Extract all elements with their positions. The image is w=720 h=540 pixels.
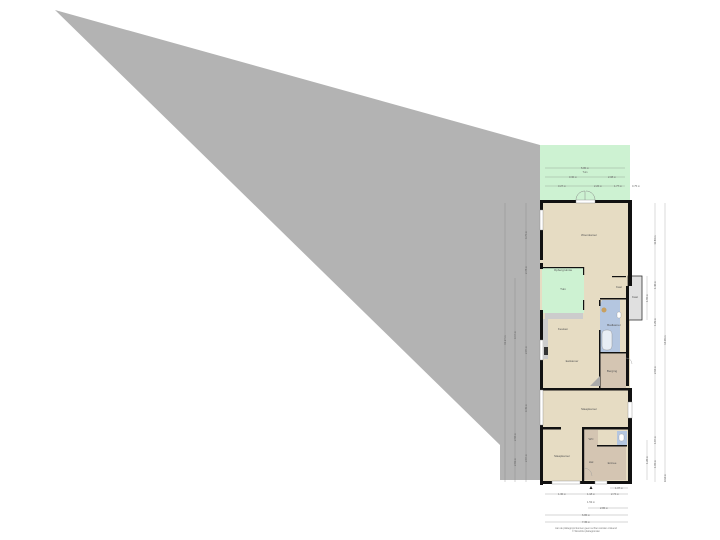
left-dim-6: 2.56 m bbox=[513, 433, 517, 441]
left-dim-4: 2.87 m bbox=[524, 346, 528, 354]
room-label-badkamer: Badkamer bbox=[607, 323, 621, 327]
room-label-keuken: Keuken bbox=[558, 327, 569, 331]
windows bbox=[539, 199, 633, 485]
left-dim-3: 3.17 m bbox=[513, 331, 517, 339]
stair-icon bbox=[590, 376, 600, 386]
room-tuin-serre-fill bbox=[542, 267, 584, 313]
bottom-dim-5: 2.86 m bbox=[600, 506, 608, 510]
room-label-opbergruimte: Opbergruimte bbox=[554, 268, 573, 272]
garden-dim-total: 5.80 m bbox=[581, 166, 589, 170]
room-label-hal: Hal bbox=[589, 460, 594, 464]
left-dimensions bbox=[504, 203, 527, 482]
kitchen-counter-side bbox=[543, 319, 548, 359]
room-label-wc: WC bbox=[589, 437, 595, 441]
garden-dim-a: 3.30 m bbox=[569, 175, 577, 179]
right-dim-7: 1.26 m bbox=[645, 456, 649, 464]
bathtub-icon bbox=[601, 329, 613, 351]
bottom-dim-4: 1.53 m bbox=[587, 500, 595, 504]
toilet-icon bbox=[616, 311, 622, 319]
room-label-kast1: Kast bbox=[616, 285, 622, 289]
room-label-woonkamer: Woonkamer bbox=[581, 233, 597, 237]
north-arrow-icon bbox=[589, 486, 593, 489]
left-dim-7: 2.63 m bbox=[513, 458, 517, 466]
sink-icon bbox=[601, 307, 607, 313]
left-dim-0: 31.27 m bbox=[503, 335, 507, 344]
room-label-berging: Berging bbox=[607, 369, 618, 373]
left-dimension-labels: 31.27 m 4.75 m 2.78 m 3.17 m 2.87 m 3.49… bbox=[503, 231, 528, 466]
right-dim-4: 1.29 m bbox=[653, 318, 657, 326]
right-dim-2: 1.46 m bbox=[653, 281, 657, 289]
footnote-disclaimer: Aan de plattegrond kunnen geen rechten w… bbox=[555, 527, 617, 530]
right-dim-9: 3.12 m bbox=[663, 474, 667, 482]
right-dim-1: 14.09 m bbox=[663, 335, 667, 344]
room-label-eetkamer: Eetkamer bbox=[566, 359, 579, 363]
room-label-tuin: Tuin bbox=[560, 287, 566, 291]
left-dim-8: 2.67 m bbox=[524, 454, 528, 462]
bottom-dimensions bbox=[545, 487, 628, 523]
garden-dim-b: 2.08 m bbox=[608, 175, 616, 179]
room-slaapkamer-2-fill bbox=[598, 446, 626, 480]
room-kast1-fill bbox=[612, 276, 626, 300]
footnote-credit: © Woonfoto plattegronden bbox=[572, 530, 601, 533]
bottom-dim-7: 7.35 m bbox=[582, 520, 590, 524]
stove-icon bbox=[544, 347, 548, 355]
garden-dimensions bbox=[545, 167, 625, 187]
right-dim-6: 1.67 m bbox=[653, 436, 657, 444]
room-label-entree: Entree bbox=[608, 461, 617, 465]
bottom-dim-0: 1.07 m bbox=[615, 486, 623, 490]
room-hal-fill bbox=[584, 430, 598, 480]
garden-dim-e: 1.77 m bbox=[614, 184, 622, 188]
room-berging-fill bbox=[600, 354, 626, 388]
right-dimensions bbox=[646, 203, 666, 482]
room-label-slaapkamer-2: Slaapkamer bbox=[554, 454, 570, 458]
toilet-icon-2 bbox=[618, 433, 625, 442]
left-dim-2: 2.78 m bbox=[524, 266, 528, 274]
lot-area bbox=[55, 10, 540, 480]
garden-label: Tuin bbox=[583, 170, 589, 174]
bottom-dim-3: 2.74 m bbox=[611, 492, 619, 496]
garden-dim-f: 0.75 m bbox=[632, 184, 640, 188]
right-dim-8: 1.05 m bbox=[653, 460, 657, 468]
garden-dim-d: 2.26 m bbox=[594, 184, 602, 188]
right-dim-5: 2.94 m bbox=[653, 366, 657, 374]
kitchen-counter bbox=[545, 313, 583, 319]
bottom-dim-2: 1.18 m bbox=[587, 492, 595, 496]
right-dim-0: 11.84 m bbox=[653, 235, 657, 244]
left-dim-5: 3.49 m bbox=[524, 404, 528, 412]
garden-door-icon bbox=[575, 190, 596, 201]
room-label-kast2: Kast bbox=[632, 295, 638, 299]
room-labels: Woonkamer Opbergruimte Tuin Keuken Eetka… bbox=[554, 233, 638, 465]
right-dim-3: 1.55 m bbox=[645, 294, 649, 302]
bottom-dim-6: 6.86 m bbox=[582, 513, 590, 517]
walls bbox=[540, 200, 632, 485]
bottom-dim-1: 1.30 m bbox=[558, 492, 566, 496]
right-dimension-labels: 11.84 m 14.09 m 1.46 m 1.55 m 1.29 m 2.9… bbox=[645, 235, 667, 482]
doors bbox=[583, 357, 633, 477]
left-dim-1: 4.75 m bbox=[524, 231, 528, 239]
room-label-slaapkamer-1: Slaapkamer bbox=[581, 407, 597, 411]
garden-dim-c: 3.27 m bbox=[558, 184, 566, 188]
